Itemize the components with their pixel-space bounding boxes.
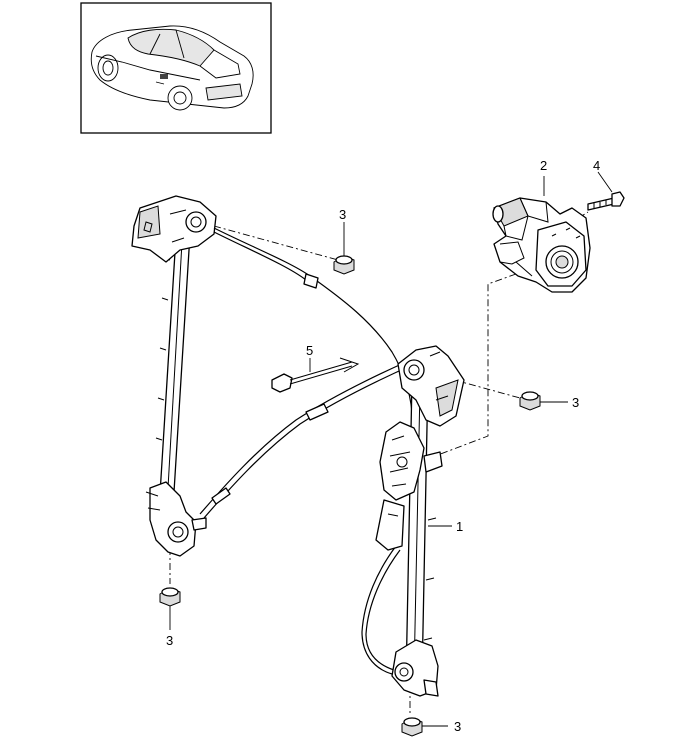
callout-nut-upper: 3 <box>339 207 346 222</box>
screw <box>587 191 625 211</box>
cable-tie <box>271 357 360 393</box>
nut-upper <box>333 255 355 275</box>
nut-bottom <box>401 717 423 737</box>
car-coupe-icon <box>90 25 254 111</box>
callout-labels: 3 2 4 3 5 1 3 3 <box>166 158 600 734</box>
vehicle-thumbnail <box>80 2 272 134</box>
callout-cable-tie: 5 <box>306 343 313 358</box>
regulator-cables <box>199 227 413 675</box>
callout-nut-lower-left: 3 <box>166 633 173 648</box>
callout-motor: 2 <box>540 158 547 173</box>
assembly-lines <box>169 211 589 716</box>
nut-right <box>519 391 541 411</box>
leader-lines <box>169 171 613 727</box>
callout-nut-right: 3 <box>572 395 579 410</box>
callout-nut-bottom: 3 <box>454 719 461 734</box>
window-motor <box>492 197 591 293</box>
nut-lower-left <box>159 587 181 607</box>
window-regulator <box>375 345 465 697</box>
regulator-left-rail <box>131 195 217 557</box>
callout-screw: 4 <box>593 158 600 173</box>
callout-window-regulator: 1 <box>456 519 463 534</box>
